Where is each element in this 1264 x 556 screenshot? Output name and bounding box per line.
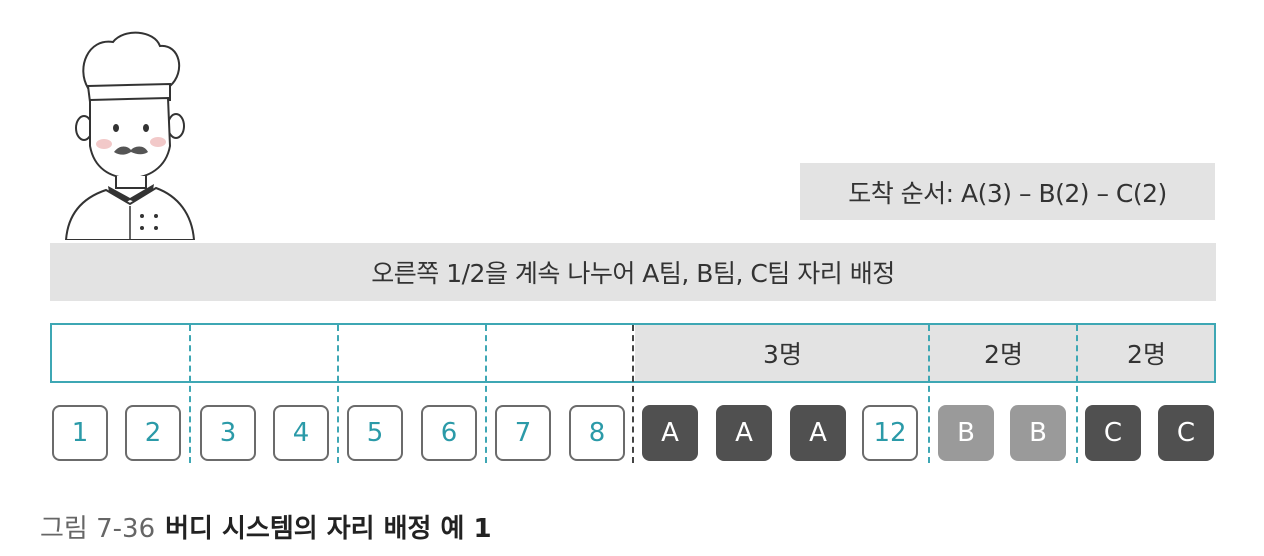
- divider-1: [189, 325, 191, 463]
- seat-label: C: [1103, 418, 1123, 448]
- seat-7: 7: [495, 405, 551, 461]
- figure-title: 버디 시스템의 자리 배정 예 1: [165, 514, 492, 544]
- arrival-order-box: 도착 순서: A(3) – B(2) – C(2): [800, 163, 1215, 220]
- seat-label: 6: [440, 418, 458, 448]
- instruction-banner: 오른쪽 1/2을 계속 나누어 A팀, B팀, C팀 자리 배정: [50, 243, 1216, 301]
- figure-caption: 그림 7-36 버디 시스템의 자리 배정 예 1: [40, 508, 492, 545]
- seat-label: 5: [366, 418, 384, 448]
- seat-1: 1: [52, 405, 108, 461]
- seat-5: 5: [347, 405, 403, 461]
- seat-label: 1: [71, 418, 89, 448]
- seat-2: 2: [125, 405, 181, 461]
- seat-label: A: [661, 418, 679, 448]
- seat-label: A: [735, 418, 753, 448]
- seat-label: A: [809, 418, 827, 448]
- seat-10: A: [716, 405, 772, 461]
- seat-15: C: [1085, 405, 1141, 461]
- arrival-order-text: 도착 순서: A(3) – B(2) – C(2): [848, 178, 1167, 208]
- divider-5: [928, 325, 930, 463]
- group-label-c: 2명: [1127, 340, 1166, 369]
- seat-6: 6: [421, 405, 477, 461]
- seat-label: 2: [144, 418, 162, 448]
- seat-label: C: [1176, 418, 1196, 448]
- seat-label: 12: [873, 418, 907, 448]
- seat-16: C: [1158, 405, 1214, 461]
- instruction-text: 오른쪽 1/2을 계속 나누어 A팀, B팀, C팀 자리 배정: [371, 259, 895, 288]
- seat-label: B: [1029, 418, 1047, 448]
- seat-label: 8: [588, 418, 606, 448]
- seat-9: A: [642, 405, 698, 461]
- seat-8: 8: [569, 405, 625, 461]
- seat-13: B: [938, 405, 994, 461]
- seat-label: 3: [219, 418, 237, 448]
- group-label-b: 2명: [984, 340, 1023, 369]
- figure-number: 그림 7-36: [40, 514, 156, 544]
- chef-illustration: [64, 31, 196, 240]
- divider-3: [485, 325, 487, 463]
- seat-4: 4: [273, 405, 329, 461]
- seat-3: 3: [200, 405, 256, 461]
- divider-6: [1076, 325, 1078, 463]
- seat-14: B: [1010, 405, 1066, 461]
- seat-label: B: [957, 418, 975, 448]
- occupied-half: [635, 325, 1214, 381]
- divider-2: [337, 325, 339, 463]
- seat-label: 4: [292, 418, 310, 448]
- divider-half: [632, 325, 634, 463]
- seat-label: 7: [514, 418, 532, 448]
- seat-12: 12: [862, 405, 918, 461]
- group-label-a: 3명: [763, 340, 802, 369]
- seat-11: A: [790, 405, 846, 461]
